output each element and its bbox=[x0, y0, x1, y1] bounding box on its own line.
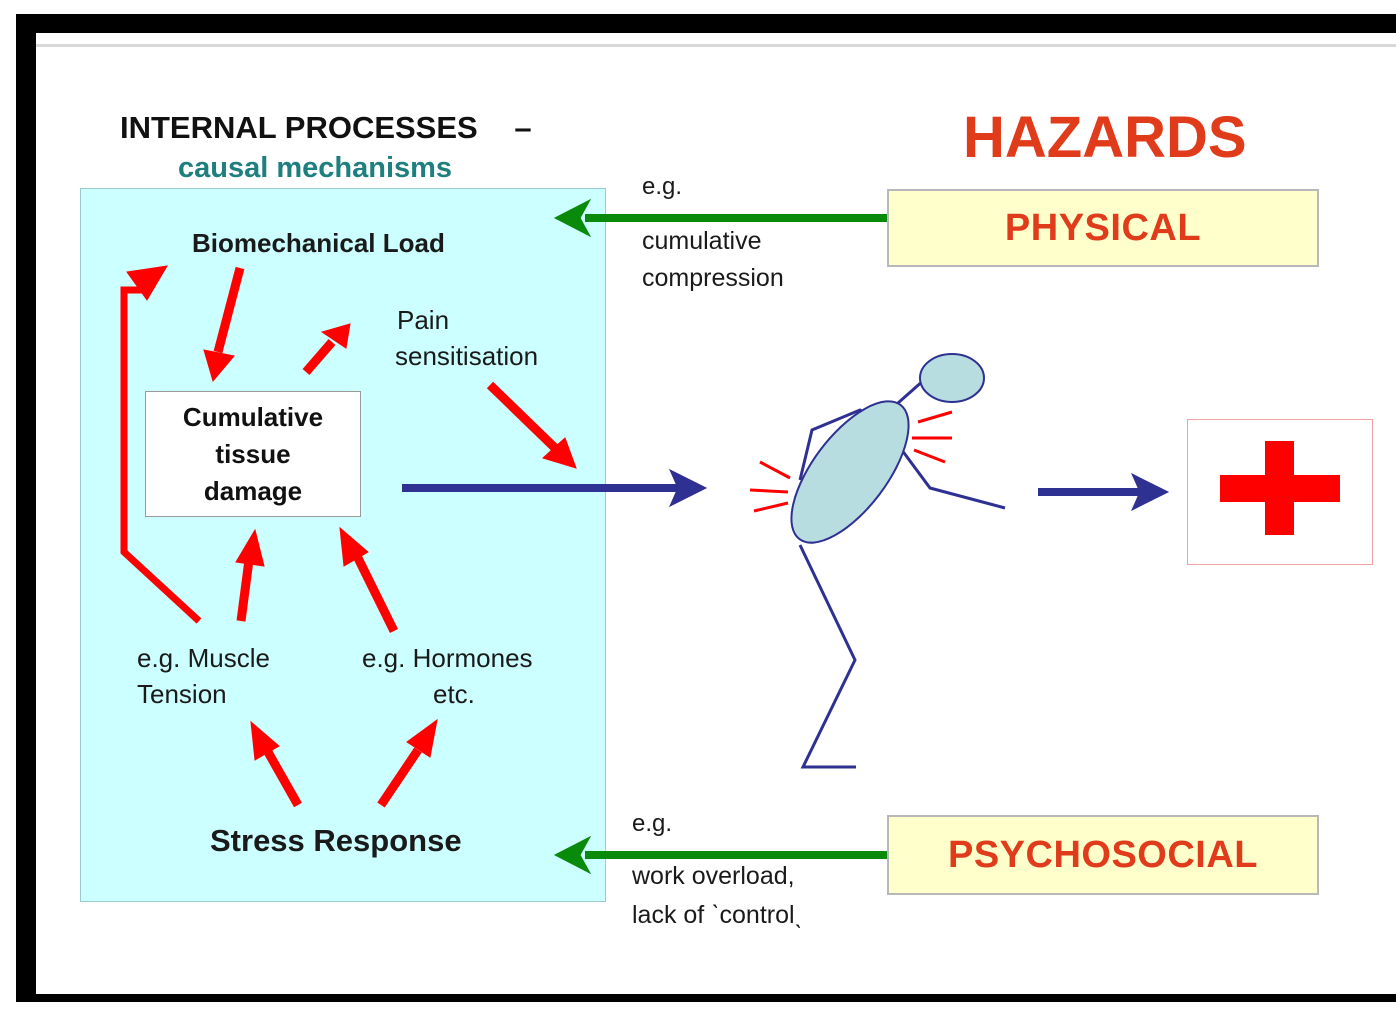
arrow-damage-to-load-icon bbox=[306, 324, 350, 372]
arrow-psychosocial-to-panel-icon bbox=[555, 837, 887, 873]
arrow-hormones-to-damage-icon bbox=[340, 528, 394, 631]
arrow-damage-to-figure-icon bbox=[402, 470, 706, 506]
arrow-physical-to-panel-icon bbox=[555, 200, 887, 236]
arrow-stress-to-muscle-icon bbox=[251, 722, 298, 805]
arrow-muscle-loop-icon bbox=[124, 266, 199, 621]
arrow-pain-to-body-icon bbox=[490, 385, 576, 468]
arrow-muscle-to-damage-icon bbox=[236, 530, 264, 621]
red-arrows bbox=[124, 266, 576, 805]
arrow-figure-to-cross-icon bbox=[1038, 474, 1168, 510]
arrow-stress-to-hormones-icon bbox=[381, 720, 437, 805]
pain-lines-chest-icon bbox=[912, 412, 952, 462]
pain-lines-back-icon bbox=[750, 462, 790, 511]
green-arrows bbox=[555, 200, 887, 873]
arrow-load-to-damage-icon bbox=[204, 268, 240, 381]
red-cross-icon bbox=[1220, 441, 1340, 535]
stick-figure-back-pain-icon bbox=[750, 354, 1005, 767]
